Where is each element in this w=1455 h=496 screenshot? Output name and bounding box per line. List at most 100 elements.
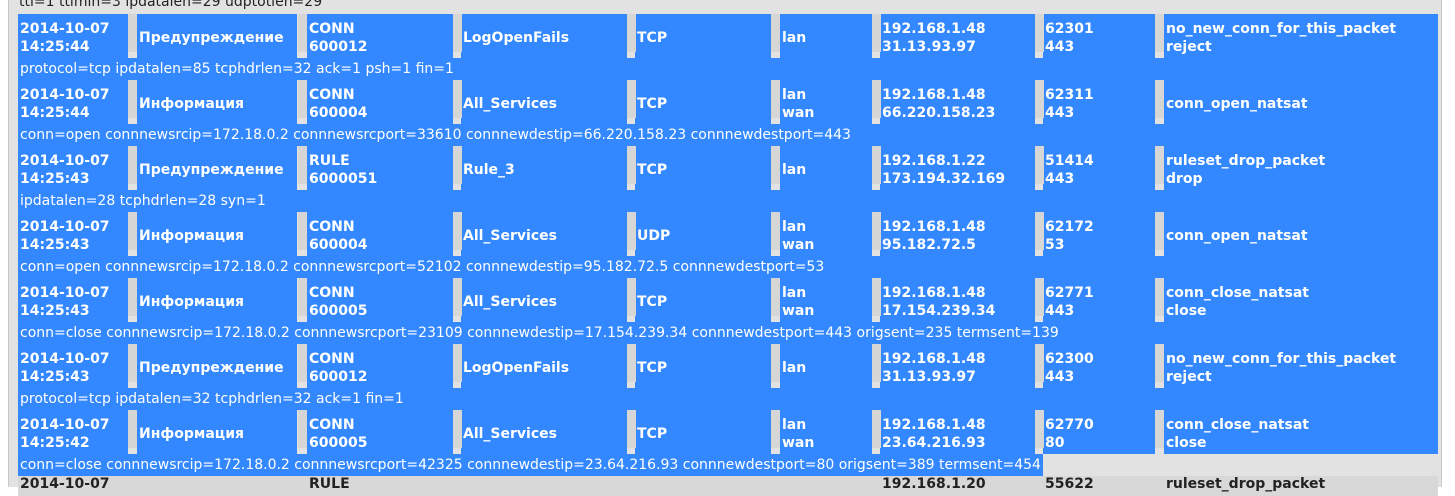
column-separator bbox=[627, 146, 636, 184]
column-separator bbox=[1035, 146, 1044, 184]
column-separator bbox=[128, 14, 137, 52]
rule-cell: Rule_3 bbox=[461, 146, 627, 190]
proto: TCP bbox=[637, 95, 668, 112]
column-separator bbox=[1155, 278, 1164, 316]
column-separator bbox=[872, 410, 881, 448]
rule-cell: All_Services bbox=[461, 410, 627, 454]
column-separator bbox=[872, 80, 881, 118]
severity-cell: Предупреждение bbox=[137, 344, 297, 388]
date: 2014-10-07 bbox=[20, 218, 110, 235]
src-ip: 192.168.1.48 bbox=[882, 86, 986, 103]
src-port: 62300 bbox=[1045, 350, 1094, 367]
column-separator bbox=[627, 80, 636, 118]
id: 600005 bbox=[309, 434, 368, 451]
time: 14:25:43 bbox=[20, 236, 90, 253]
log-row-detail: conn=open connnewsrcip=172.18.0.2 connne… bbox=[18, 124, 1438, 146]
event-cell: conn_open_natsat bbox=[1164, 80, 1438, 124]
src-ip: 192.168.1.48 bbox=[882, 284, 986, 301]
protocol-cell: TCP bbox=[635, 410, 771, 454]
proto: TCP bbox=[637, 161, 668, 178]
src-port: 62172 bbox=[1045, 218, 1094, 235]
column-separator bbox=[1155, 14, 1164, 52]
column-separator bbox=[1035, 14, 1044, 52]
category: CONN bbox=[309, 86, 355, 103]
iface1: lan bbox=[782, 416, 807, 433]
column-separator bbox=[1035, 410, 1044, 448]
id: 600004 bbox=[309, 104, 368, 121]
column-separator bbox=[298, 344, 307, 382]
date: 2014-10-07 bbox=[20, 284, 110, 301]
dst-ip: 31.13.93.97 bbox=[882, 38, 976, 55]
date: 2014-10-07 bbox=[20, 476, 110, 492]
severity: Предупреждение bbox=[139, 29, 284, 46]
proto: TCP bbox=[637, 425, 668, 442]
protocol-cell: UDP bbox=[635, 212, 771, 256]
column-separator bbox=[1155, 212, 1164, 250]
dst-ip: 95.182.72.5 bbox=[882, 236, 976, 253]
src-ip: 192.168.1.48 bbox=[882, 416, 986, 433]
log-row-partial[interactable]: 2014-10-07 RULE 192.168.1.20 55622 rules… bbox=[18, 476, 1438, 496]
rule: All_Services bbox=[463, 425, 557, 442]
category: CONN bbox=[309, 20, 355, 37]
column-separator bbox=[453, 410, 462, 448]
protocol-cell: TCP bbox=[635, 80, 771, 124]
column-separator bbox=[1035, 80, 1044, 118]
iface1: lan bbox=[782, 29, 807, 46]
column-separator bbox=[1035, 344, 1044, 382]
dst-port: 443 bbox=[1045, 104, 1075, 121]
column-separator bbox=[128, 212, 137, 250]
severity-cell: Информация bbox=[137, 212, 297, 256]
dst-port: 443 bbox=[1045, 170, 1075, 187]
rule: LogOpenFails bbox=[463, 29, 570, 46]
src-port: 55622 bbox=[1045, 476, 1094, 492]
rule-cell: All_Services bbox=[461, 80, 627, 124]
log-row-detail: protocol=tcp ipdatalen=32 tcphdrlen=32 a… bbox=[18, 388, 1438, 410]
severity-cell: Информация bbox=[137, 80, 297, 124]
column-separator bbox=[298, 410, 307, 448]
rule: All_Services bbox=[463, 95, 557, 112]
column-separator bbox=[627, 410, 636, 448]
date: 2014-10-07 bbox=[20, 20, 110, 37]
event: conn_close_natsat bbox=[1166, 416, 1309, 433]
interface-cell: lan bbox=[780, 146, 872, 190]
event: conn_open_natsat bbox=[1166, 227, 1308, 244]
severity: Информация bbox=[139, 227, 244, 244]
detail-text: ipdatalen=28 tcphdrlen=28 syn=1 bbox=[18, 190, 1438, 212]
id: 600004 bbox=[309, 236, 368, 253]
src-ip: 192.168.1.48 bbox=[882, 350, 986, 367]
severity: Информация bbox=[139, 425, 244, 442]
severity: Предупреждение bbox=[139, 161, 284, 178]
log-row-detail: ipdatalen=28 tcphdrlen=28 syn=1 bbox=[18, 190, 1438, 212]
severity-cell: Информация bbox=[137, 278, 297, 322]
dst-ip: 31.13.93.97 bbox=[882, 368, 976, 385]
rule: Rule_3 bbox=[463, 161, 515, 178]
iface1: lan bbox=[782, 359, 807, 376]
column-separator bbox=[771, 410, 780, 448]
column-separator bbox=[771, 212, 780, 250]
rule: All_Services bbox=[463, 293, 557, 310]
column-separator bbox=[771, 14, 780, 52]
src-port: 62770 bbox=[1045, 416, 1094, 433]
column-separator bbox=[771, 146, 780, 184]
rule-cell: LogOpenFails bbox=[461, 344, 627, 388]
protocol-cell: TCP bbox=[635, 146, 771, 190]
